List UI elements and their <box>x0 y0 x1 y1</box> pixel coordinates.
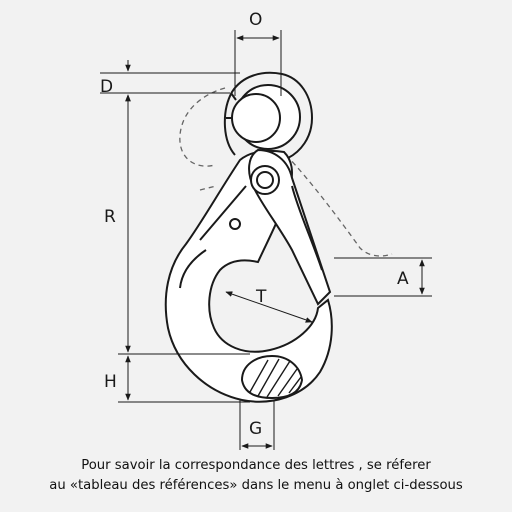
dimension-lines <box>100 30 432 450</box>
dimension-label-r: R <box>104 207 116 227</box>
open-latch-dashed-outline <box>179 87 393 257</box>
cross-section-hatched <box>240 354 304 400</box>
hook-diagram: O D R A T H G <box>100 10 432 450</box>
caption-line-2: au «tableau des références» dans le menu… <box>49 478 463 493</box>
dimension-label-g: G <box>249 419 262 439</box>
caption-line-1: Pour savoir la correspondance des lettre… <box>81 458 431 473</box>
dimension-label-t: T <box>255 287 267 307</box>
dimension-label-o: O <box>249 10 262 30</box>
eye-ring <box>223 71 314 159</box>
pivot-pin <box>229 165 280 230</box>
dimension-label-a: A <box>397 269 409 289</box>
dimension-label-h: H <box>104 372 117 392</box>
dimension-label-d: D <box>100 77 113 97</box>
caption: Pour savoir la correspondance des lettre… <box>0 456 512 496</box>
